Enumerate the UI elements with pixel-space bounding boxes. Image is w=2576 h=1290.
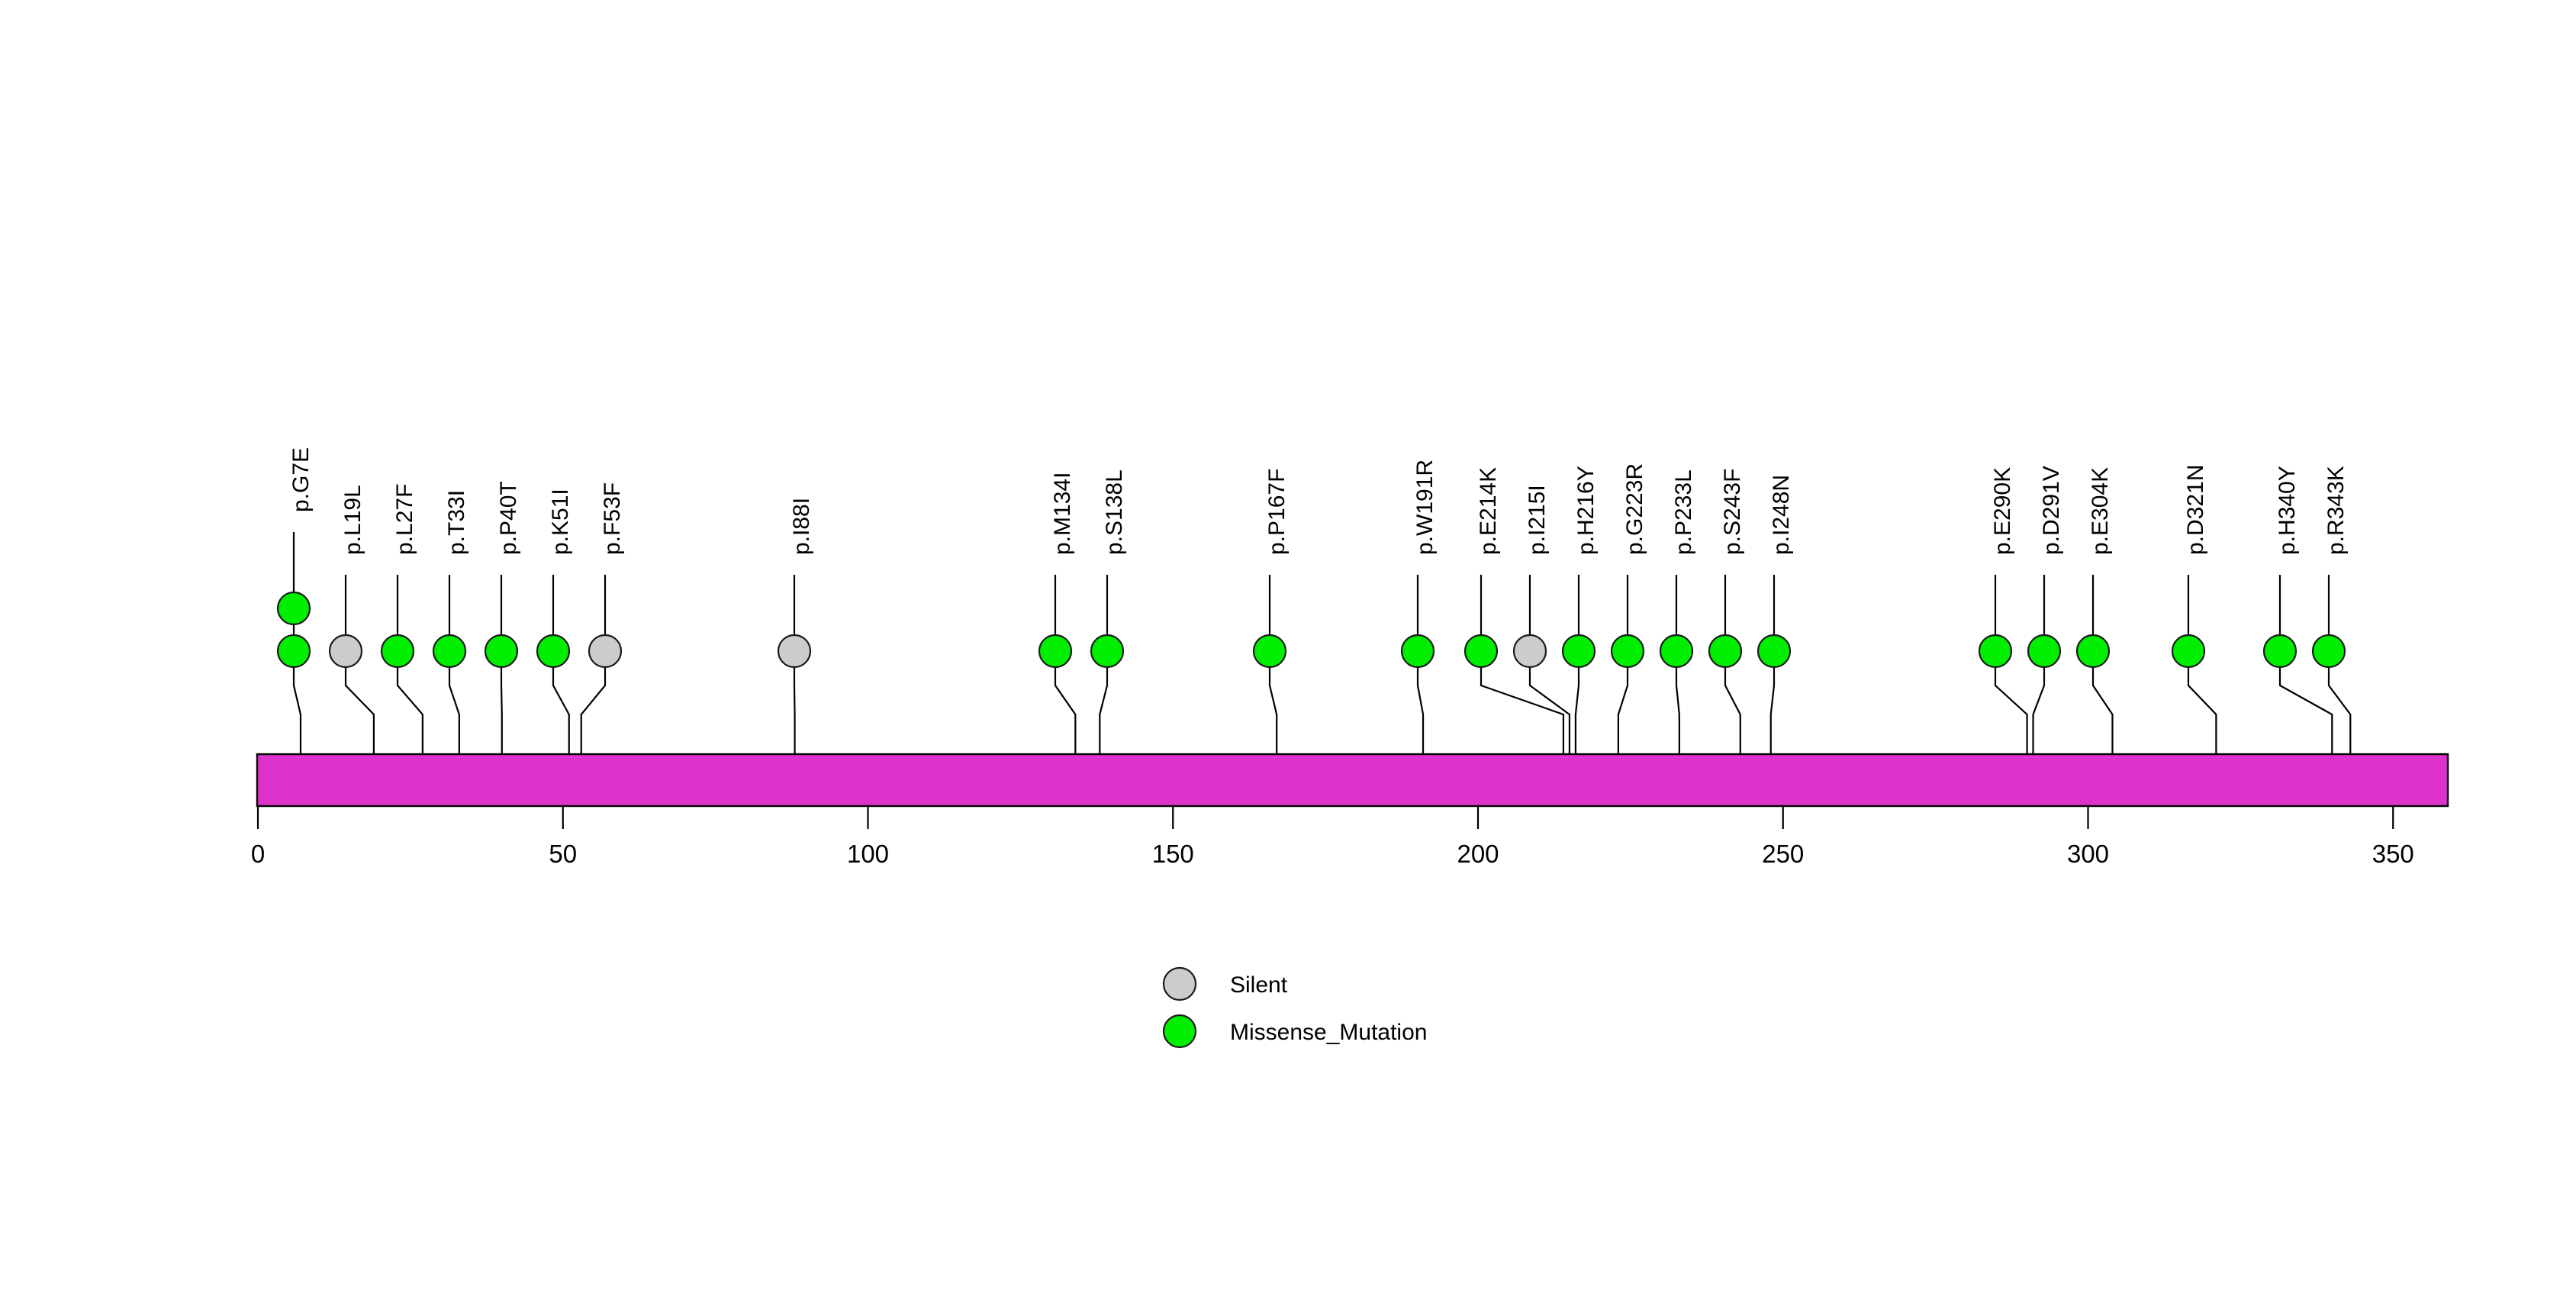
- mutation-marker-pf53f[interactable]: [588, 634, 623, 669]
- mutation-marker-pp167f[interactable]: [1252, 634, 1287, 669]
- mutation-marker-pe214k[interactable]: [1463, 634, 1499, 669]
- mutation-marker-ph216y[interactable]: [1561, 634, 1596, 669]
- mutation-label-pg7e: p.G7E: [288, 447, 314, 512]
- mutation-label-pw191r: p.W191R: [1412, 460, 1438, 555]
- legend-swatch-silent[interactable]: [1162, 966, 1197, 1001]
- mutation-label-pi88i: p.I88I: [789, 498, 814, 555]
- mutation-marker-pt33i[interactable]: [432, 634, 467, 669]
- mutation-marker-pr343k[interactable]: [2311, 634, 2346, 669]
- mutation-marker-pp40t[interactable]: [484, 634, 519, 669]
- mutation-marker-pi248n[interactable]: [1757, 634, 1792, 669]
- legend-swatch-missense_mutation[interactable]: [1162, 1014, 1197, 1049]
- mutation-markers-layer: [276, 591, 2346, 669]
- mutation-label-pe304k: p.E304K: [2088, 467, 2113, 555]
- mutation-marker-pw191r[interactable]: [1400, 634, 1435, 669]
- mutation-label-pp40t: p.P40T: [496, 481, 521, 555]
- mutation-marker-pp233l[interactable]: [1659, 634, 1694, 669]
- mutation-marker-pg7e[interactable]: [276, 591, 311, 626]
- axis-tick-label-100: 100: [847, 840, 889, 868]
- mutation-label-pi215i: p.I215I: [1525, 485, 1550, 555]
- mutation-marker-pi215i[interactable]: [1512, 634, 1547, 669]
- mutation-label-pl27f: p.L27F: [392, 484, 417, 555]
- mutation-label-ph216y: p.H216Y: [1573, 466, 1599, 555]
- mutation-label-ps243f: p.S243F: [1720, 469, 1745, 555]
- mutation-marker-pi88i[interactable]: [777, 634, 812, 669]
- mutation-marker-pe304k[interactable]: [2075, 634, 2111, 669]
- axis-tick-label-0: 0: [251, 840, 265, 868]
- mutation-label-pl19l: p.L19L: [340, 485, 365, 555]
- mutation-marker-pl27f[interactable]: [380, 634, 415, 669]
- legend-label-missense_mutation: Missense_Mutation: [1230, 1020, 1427, 1045]
- axis-tick-label-50: 50: [549, 840, 577, 868]
- mutation-marker-ph340y[interactable]: [2262, 634, 2297, 669]
- axis-tick-label-350: 350: [2372, 840, 2414, 868]
- mutation-label-ph340y: p.H340Y: [2275, 466, 2300, 555]
- axis-tick-label-250: 250: [1762, 840, 1804, 868]
- mutation-label-pd291v: p.D291V: [2039, 466, 2064, 555]
- protein-domain-bar-layer: [256, 753, 2449, 808]
- mutation-marker-pe290k[interactable]: [1978, 634, 2013, 669]
- mutation-label-pp233l: p.P233L: [1671, 469, 1696, 555]
- axis-tick-label-200: 200: [1457, 840, 1499, 868]
- axis-tick-label-300: 300: [2067, 840, 2109, 868]
- mutation-marker-pm134i[interactable]: [1038, 634, 1073, 669]
- mutation-label-pp167f: p.P167F: [1264, 469, 1290, 555]
- mutation-label-pd321n: p.D321N: [2183, 465, 2208, 555]
- mutation-label-ps138l: p.S138L: [1102, 469, 1127, 555]
- x-axis-layer: 0 50 100 150 200 250 300 350: [251, 806, 2414, 868]
- axis-tick-label-150: 150: [1152, 840, 1194, 868]
- mutation-marker-ps243f[interactable]: [1708, 634, 1743, 669]
- mutation-labels-layer: p.G7E p.L19L p.L27F p.T33I p.P40T p.K51I p.F53…: [288, 447, 2349, 555]
- mutation-marker-pl19l[interactable]: [328, 634, 363, 669]
- mutation-marker-pd321n[interactable]: [2171, 634, 2206, 669]
- mutation-marker-pg223r[interactable]: [1610, 634, 1645, 669]
- legend-label-silent: Silent: [1230, 972, 1288, 998]
- mutation-label-pr343k: p.R343K: [2323, 466, 2349, 555]
- protein-domain-bar: [256, 753, 2449, 808]
- mutation-marker-ps138l[interactable]: [1090, 634, 1125, 669]
- mutation-marker-pg7e[interactable]: [276, 634, 311, 669]
- mutation-label-pe290k: p.E290K: [1990, 467, 2015, 555]
- mutation-label-pg223r: p.G223R: [1622, 463, 1647, 555]
- mutation-label-pk51i: p.K51I: [548, 489, 573, 555]
- mutation-label-pe214k: p.E214K: [1476, 467, 1501, 555]
- mutation-label-pm134i: p.M134I: [1050, 472, 1075, 555]
- mutation-label-pf53f: p.F53F: [600, 482, 625, 555]
- mutation-marker-pk51i[interactable]: [536, 634, 571, 669]
- mutation-marker-pd291v[interactable]: [2027, 634, 2062, 669]
- mutation-label-pi248n: p.I248N: [1769, 475, 1794, 555]
- mutation-label-pt33i: p.T33I: [444, 490, 469, 555]
